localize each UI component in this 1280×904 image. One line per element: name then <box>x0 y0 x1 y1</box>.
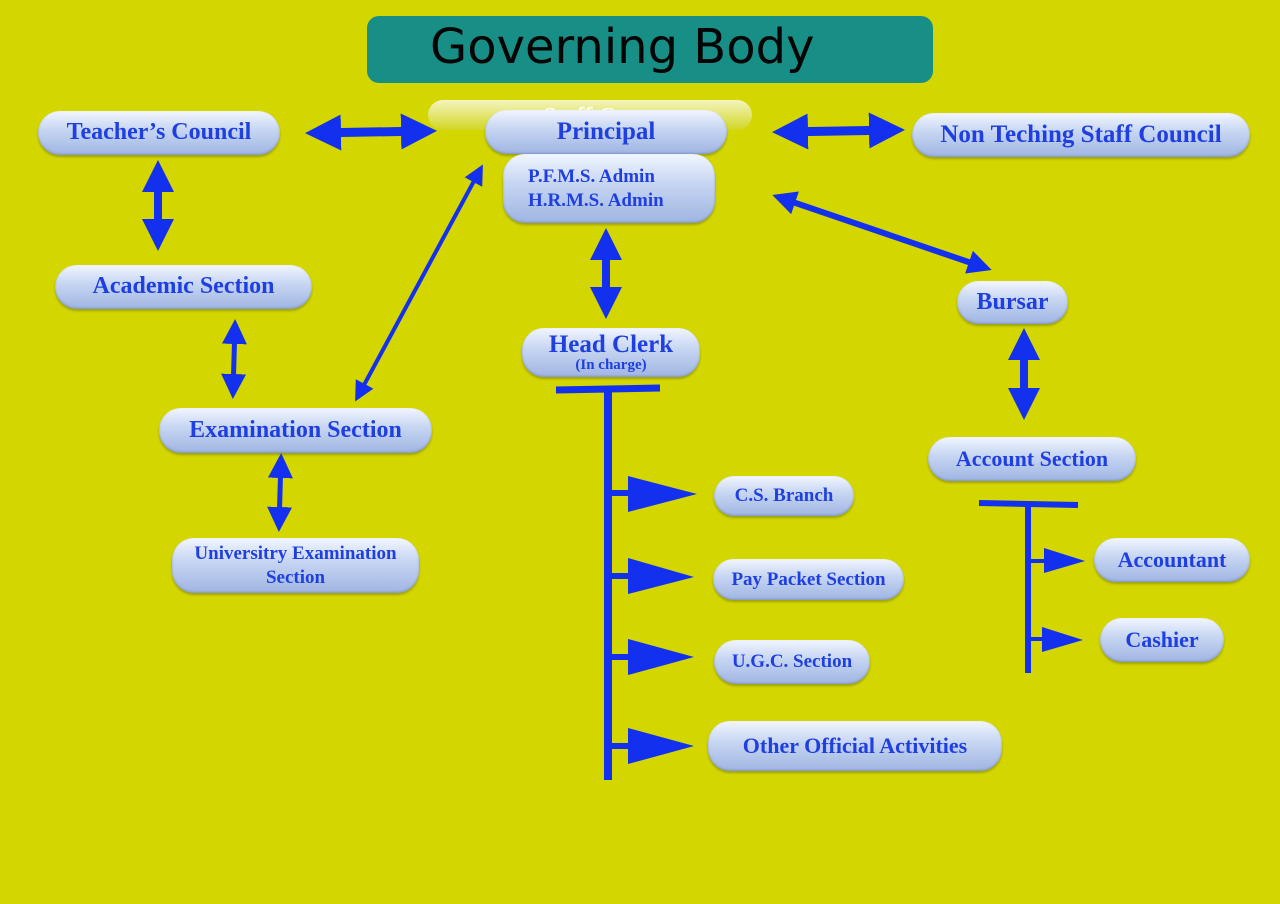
node-cs-branch[interactable]: C.S. Branch <box>714 476 854 516</box>
arrowhead-other <box>628 728 694 764</box>
node-other-official-activities[interactable]: Other Official Activities <box>708 721 1002 771</box>
node-label-line1: Universitry Examination <box>194 542 397 564</box>
headclerk-bar-top <box>555 384 661 394</box>
node-head-clerk[interactable]: Head Clerk (In charge) <box>522 328 700 377</box>
node-cashier[interactable]: Cashier <box>1100 618 1224 662</box>
node-label: Non Teching Staff Council <box>940 120 1222 148</box>
node-label-hrms: H.R.M.S. Admin <box>528 189 664 211</box>
arrow-teachers-principal <box>305 113 437 151</box>
node-label: Examination Section <box>189 416 402 443</box>
node-sublabel: (In charge) <box>575 357 647 374</box>
governing-body-title: Governing Body <box>367 16 933 83</box>
node-accountant[interactable]: Accountant <box>1094 538 1250 582</box>
node-pay-packet-section[interactable]: Pay Packet Section <box>713 559 904 600</box>
node-label-pfms: P.F.M.S. Admin <box>528 165 655 187</box>
node-label: Pay Packet Section <box>731 568 886 590</box>
arrowhead-cs <box>628 476 697 512</box>
node-university-examination-section[interactable]: Universitry Examination Section <box>172 538 419 593</box>
node-bursar[interactable]: Bursar <box>957 281 1068 324</box>
arrow-principal-nonteaching <box>772 112 905 150</box>
node-principal[interactable]: Principal <box>485 110 727 154</box>
arrow-examination-university <box>267 453 293 532</box>
node-label: U.G.C. Section <box>731 651 853 673</box>
arrow-principal-examination <box>355 164 483 402</box>
node-teachers-council[interactable]: Teacher’s Council <box>38 111 280 155</box>
arrowhead-pay <box>628 558 694 594</box>
node-admin[interactable]: P.F.M.S. Admin H.R.M.S. Admin <box>503 154 715 223</box>
node-label-line2: Section <box>265 566 326 588</box>
node-academic-section[interactable]: Academic Section <box>55 265 312 309</box>
arrow-academic-examination <box>221 319 247 399</box>
node-non-teaching-staff-council[interactable]: Non Teching Staff Council <box>912 113 1250 157</box>
node-label: Other Official Activities <box>742 733 968 759</box>
arrowhead-ugc <box>628 639 694 675</box>
node-label: Principal <box>556 117 656 145</box>
node-label: Head Clerk <box>548 330 674 358</box>
node-label: Academic Section <box>92 273 275 300</box>
node-account-section[interactable]: Account Section <box>928 437 1136 481</box>
arrowhead-cashier <box>1042 627 1083 652</box>
node-label: Teacher’s Council <box>66 119 252 146</box>
node-examination-section[interactable]: Examination Section <box>159 408 432 453</box>
node-label: C.S. Branch <box>734 485 834 507</box>
arrowhead-accountant <box>1044 548 1085 573</box>
node-label: Bursar <box>976 288 1049 315</box>
arrow-principal-bursar <box>772 191 992 274</box>
node-label: Accountant <box>1117 547 1227 573</box>
node-ugc-section[interactable]: U.G.C. Section <box>714 640 870 684</box>
node-label: Account Section <box>955 446 1109 472</box>
node-label: Cashier <box>1125 627 1199 653</box>
